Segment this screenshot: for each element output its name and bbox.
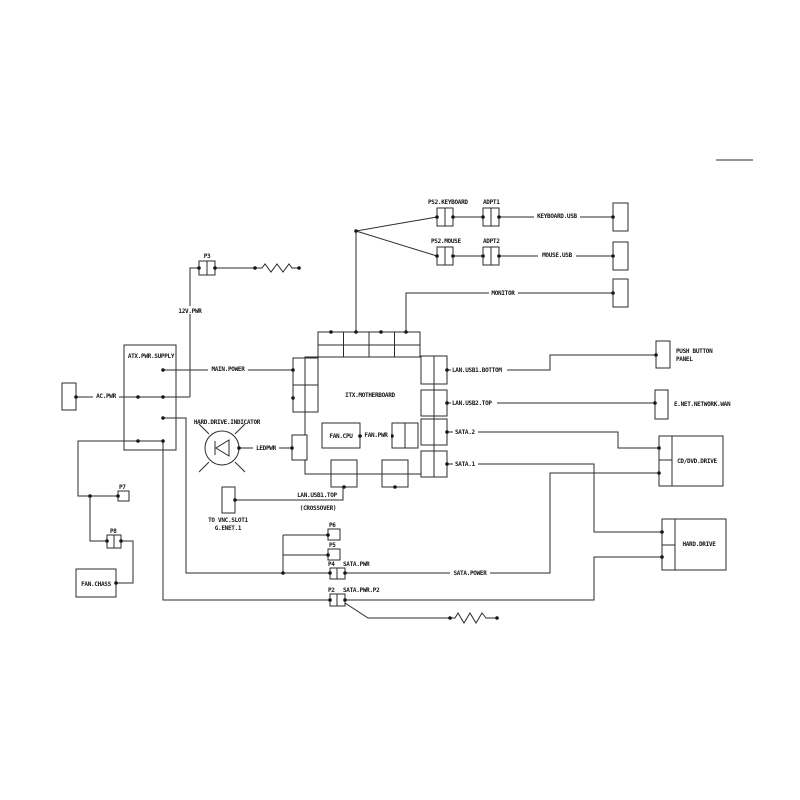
led-ray-sw xyxy=(198,461,210,473)
p7-label: P7 xyxy=(119,484,126,491)
ps2-keyboard-connector xyxy=(436,207,454,227)
wire-sata-power-rail xyxy=(163,417,659,574)
hard-drive-box xyxy=(661,518,727,571)
lan-usb2-top-label: LAN.USB2.TOP xyxy=(452,400,492,407)
p4-label: P4 xyxy=(328,561,335,568)
g-enet-1-label: G.ENET.1 xyxy=(215,525,242,532)
p8-plug xyxy=(106,534,122,549)
p2-label: P2 xyxy=(328,587,335,594)
wire-crossover xyxy=(235,487,344,501)
to-vnc-slot1-label: TO VNC.SLOT1 xyxy=(208,517,248,524)
ps2-keyboard-label: PS2.KEYBOARD xyxy=(428,199,468,206)
sata-power-label: SATA.POWER xyxy=(453,570,487,577)
p3-label: P3 xyxy=(204,253,211,260)
p2-plug xyxy=(329,593,346,607)
sata-pwr-p2-label: SATA.PWR.P2 xyxy=(343,587,380,594)
itx-motherboard-outline xyxy=(304,356,435,475)
wire-sata1 xyxy=(447,463,662,533)
enet-network-wan-port xyxy=(654,389,669,420)
mobo-right-connectors xyxy=(420,355,448,478)
vnc-slot1-connector xyxy=(221,486,236,514)
cd-dvd-drive-label: CD/DVD.DRIVE xyxy=(677,458,717,465)
wire-to-fan-chass xyxy=(116,540,134,584)
labels: PS2.KEYBOARD ADPT1 KEYBOARD.USB PS2.MOUS… xyxy=(81,199,731,594)
p5-label: P5 xyxy=(329,542,336,549)
lan-usb1-top-label: LAN.USB1.TOP xyxy=(297,492,337,499)
led-ray-ne xyxy=(234,423,246,435)
label-backgrounds xyxy=(93,211,580,576)
mobo-top-connector-block xyxy=(317,331,421,358)
resistor-top xyxy=(255,263,299,273)
adpt1-connector xyxy=(482,207,500,227)
wire-12v-riser xyxy=(189,267,199,397)
fan-pwr-label: FAN.PWR xyxy=(364,432,388,439)
hard-drive-indicator-label: HARD.DRIVE.INDICATOR xyxy=(194,419,261,426)
wire-sata2 xyxy=(447,431,659,449)
adpt2-connector xyxy=(482,246,500,266)
p5-plug xyxy=(327,548,341,561)
ps2-mouse-label: PS2.MOUSE xyxy=(431,238,461,245)
fan-cpu-label: FAN.CPU xyxy=(329,433,353,440)
ps2-mouse-connector xyxy=(436,246,454,266)
p8-label: P8 xyxy=(110,528,117,535)
itx-motherboard-label: ITX.MOTHERBOARD xyxy=(345,392,395,399)
atx-power-supply-box xyxy=(123,344,177,451)
components xyxy=(61,202,727,607)
led-ray-se xyxy=(234,461,246,473)
cd-dvd-drive-box xyxy=(658,435,724,487)
mouse-usb-label: MOUSE.USB xyxy=(542,252,572,259)
p6-label: P6 xyxy=(329,522,336,529)
ledpwr-label: LEDPWR xyxy=(256,445,277,452)
crossover-label: (CROSSOVER) xyxy=(300,505,336,512)
mobo-left-connectors xyxy=(292,357,319,413)
p4-plug xyxy=(329,567,346,580)
wire-sata-pwr-p2-rail xyxy=(162,441,662,601)
junction-dots xyxy=(74,215,664,620)
adpt1-label: ADPT1 xyxy=(483,199,500,206)
push-button-panel-label-2: PANEL xyxy=(676,356,693,363)
fan-chass-box xyxy=(75,568,117,598)
ac-pwr-connector xyxy=(61,382,77,411)
led-ray-nw xyxy=(198,423,210,435)
fan-cpu-box xyxy=(321,422,361,449)
sata1-label: SATA.1 xyxy=(455,461,476,468)
wires xyxy=(76,159,753,624)
wire-p2-stub xyxy=(344,602,450,619)
monitor-label: MONITOR xyxy=(491,290,515,297)
resistor-bottom xyxy=(450,612,497,624)
hard-drive-label: HARD.DRIVE xyxy=(682,541,716,548)
main-power-label: MAIN.POWER xyxy=(211,366,245,373)
ledpwr-header xyxy=(291,434,308,461)
adpt2-label: ADPT2 xyxy=(483,238,500,245)
push-button-panel-port xyxy=(655,340,671,369)
push-button-panel-label-1: PUSH BUTTON xyxy=(676,348,713,355)
wire-to-p7 xyxy=(77,440,163,497)
mouse-usb-port xyxy=(612,241,629,271)
monitor-port xyxy=(612,278,629,308)
wire-to-p8 xyxy=(89,496,107,542)
p6-plug xyxy=(327,528,341,541)
wire-monitor xyxy=(405,292,613,332)
keyboard-usb-port xyxy=(612,202,629,232)
wire-ps2-mouse-branch xyxy=(355,230,438,257)
ac-pwr-label: AC.PWR xyxy=(96,393,117,400)
enet-network-wan-label: E.NET.NETWORK.WAN xyxy=(674,401,731,408)
12v-pwr-label: 12V.PWR xyxy=(178,308,202,315)
p3-plug xyxy=(198,260,216,276)
atx-pwr-supply-label: ATX.PWR.SUPPLY xyxy=(128,353,175,360)
keyboard-usb-label: KEYBOARD.USB xyxy=(537,213,577,220)
sata2-label: SATA.2 xyxy=(455,429,476,436)
sata-pwr-label: SATA.PWR xyxy=(343,561,370,568)
fan-chass-label: FAN.CHASS xyxy=(81,581,111,588)
fan-pwr-header xyxy=(391,422,419,449)
lan-usb1-bottom-label: LAN.USB1.BOTTOM xyxy=(452,367,502,374)
